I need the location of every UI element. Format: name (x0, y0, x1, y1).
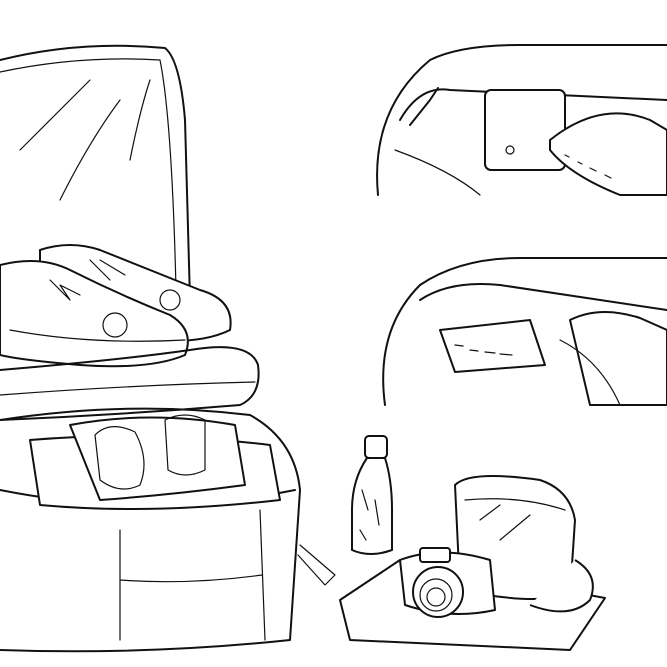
inset-pocket-top (376, 44, 667, 196)
clear-toiletry-bag (69, 414, 246, 501)
folded-clothes (0, 346, 260, 421)
mat-with-camera-and-pouch (339, 475, 606, 651)
inset-pocket-middle (382, 257, 667, 406)
water-bottle (351, 435, 393, 555)
sneakers (0, 244, 232, 368)
